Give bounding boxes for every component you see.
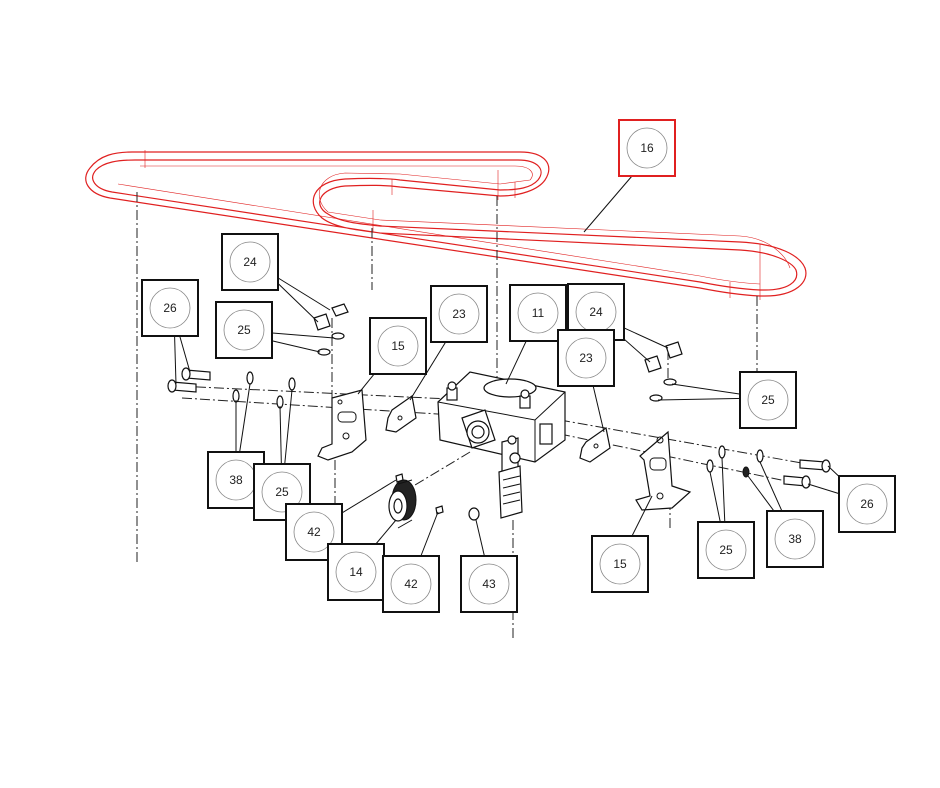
- callout-23[interactable]: 23: [430, 285, 488, 343]
- gearbox: [437, 371, 566, 519]
- fasteners-top-left: [313, 303, 349, 356]
- callout-38[interactable]: 38: [766, 510, 824, 568]
- callout-label: 16: [640, 141, 654, 155]
- callout-label: 14: [349, 565, 363, 579]
- callout-label: 24: [589, 305, 603, 319]
- belt: [85, 150, 807, 300]
- callout-label: 25: [719, 543, 733, 557]
- callout-label: 42: [404, 577, 418, 591]
- callout-label: 11: [532, 306, 545, 320]
- callout-label: 38: [229, 473, 243, 487]
- bracket-left: [317, 389, 367, 461]
- callout-26[interactable]: 26: [838, 475, 896, 533]
- callout-label: 26: [163, 301, 177, 315]
- callout-26[interactable]: 26: [141, 279, 199, 337]
- callout-label: 25: [237, 323, 251, 337]
- shim-left: [385, 394, 417, 433]
- callout-11[interactable]: 11: [509, 284, 567, 342]
- callout-label: 23: [452, 307, 466, 321]
- bracket-right: [635, 430, 692, 511]
- pin: [468, 507, 480, 521]
- callout-label: 42: [307, 525, 321, 539]
- callout-label: 43: [482, 577, 496, 591]
- callout-25[interactable]: 25: [215, 301, 273, 359]
- shim-right: [579, 426, 611, 463]
- gear: [388, 479, 417, 529]
- callout-label: 25: [275, 485, 289, 499]
- callout-25[interactable]: 25: [739, 371, 797, 429]
- fasteners-top-right: [644, 341, 683, 402]
- callout-label: 38: [788, 532, 802, 546]
- callout-label: 23: [579, 351, 593, 365]
- bolts-right: [706, 445, 831, 489]
- callout-label: 25: [761, 393, 775, 407]
- callout-label: 15: [391, 339, 405, 353]
- callout-label: 26: [860, 497, 874, 511]
- callout-label: 24: [243, 255, 257, 269]
- callout-23[interactable]: 23: [557, 329, 615, 387]
- callout-42[interactable]: 42: [382, 555, 440, 613]
- callout-16[interactable]: 16: [618, 119, 676, 177]
- callout-25[interactable]: 25: [697, 521, 755, 579]
- bolts-left: [167, 367, 296, 409]
- callout-43[interactable]: 43: [460, 555, 518, 613]
- callout-15[interactable]: 15: [591, 535, 649, 593]
- callout-15[interactable]: 15: [369, 317, 427, 375]
- callout-14[interactable]: 14: [327, 543, 385, 601]
- callout-24[interactable]: 24: [221, 233, 279, 291]
- callout-label: 15: [613, 557, 627, 571]
